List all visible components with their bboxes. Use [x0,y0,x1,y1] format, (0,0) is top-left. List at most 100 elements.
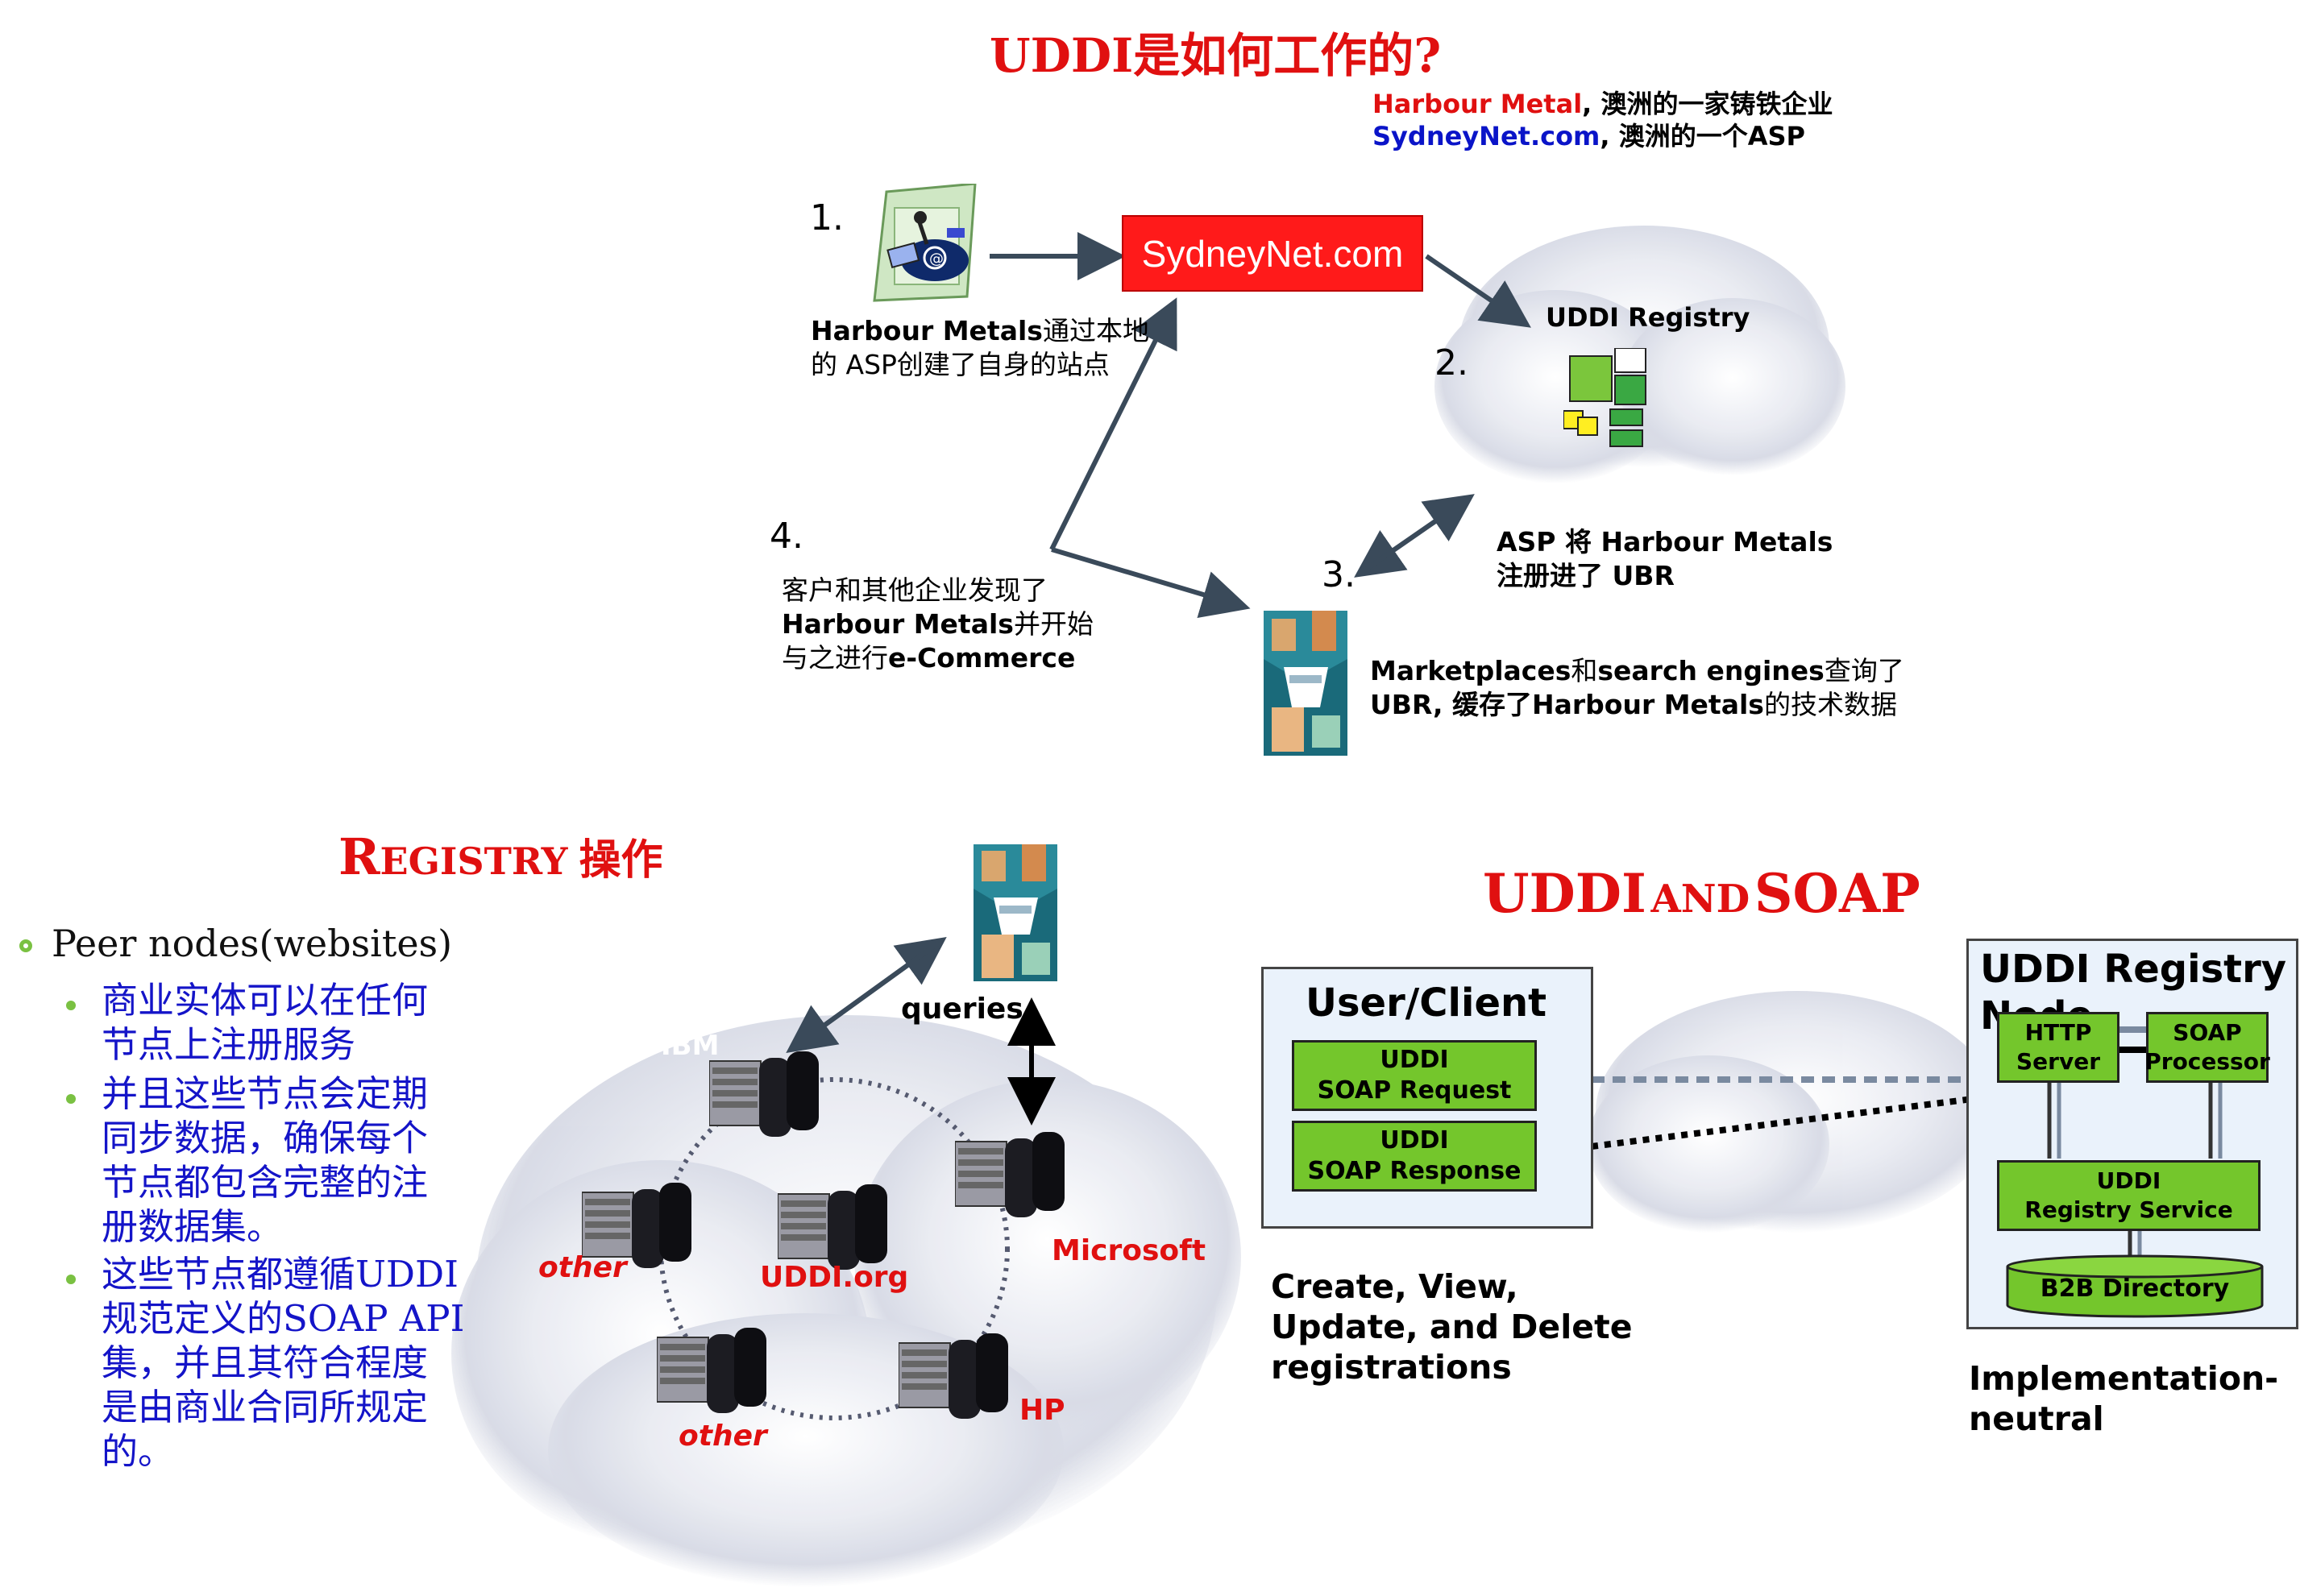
step-1-rest1: 通过本地 [1042,315,1149,346]
step-3-search: search engines [1597,655,1825,686]
soap-title-uddi: UDDI [1483,862,1646,925]
step-3-techdata: 的技术数据 [1763,689,1897,720]
sub-bullet-1-line-2: 节点上注册服务 [102,1023,356,1066]
step-4-line-1: 客户和其他企业发现了 [782,574,1048,606]
node-uddi-org-label: UDDI.org [760,1261,909,1294]
arrow-4-to-asp [1049,297,1177,551]
sub-bullet-2-line-2: 同步数据，确保每个 [102,1117,429,1159]
soap-title-and: AND [1650,877,1750,922]
asp-box: SydneyNet.com [1122,215,1423,292]
step-3-caption: Marketplaces和search engines查询了 UBR, 缓存了H… [1370,654,1904,722]
sub-bullet-2-line-1: 并且这些节点会定期 [102,1072,429,1115]
peer-ring [658,1077,1010,1420]
registry-node-caption-2: neutral [1969,1399,2104,1438]
bullet-dot-icon [66,1094,76,1104]
queries-label: queries [901,993,1023,1026]
node-ibm-label: IBM [661,1030,720,1062]
client-caption-3: registrations [1271,1348,1512,1387]
sub-bullet-2: 并且这些节点会定期 同步数据，确保每个 节点都包含完整的注 册数据集。 [102,1072,428,1249]
sub-bullet-3-line-3: 集，并且其符合程度 [102,1341,429,1384]
sub-bullet-3-line-4: 是由商业合同所规定 [102,1386,429,1428]
network-cloud [1588,991,1999,1233]
arrow-4-to-3 [1051,547,1251,619]
soap-response-line-1: UDDI [1380,1126,1449,1155]
legend-sydney-name: SydneyNet.com [1372,121,1600,151]
registry-title-cap: R [338,827,380,886]
arrow-asp-to-registry [1425,254,1531,328]
legend-line-1: Harbour Metal, 澳洲的一家铸铁企业 [1372,84,1833,121]
registry-icon [1563,347,1652,451]
soap-processor-line-1: SOAP [2173,1019,2242,1046]
step-3-ubr: UBR, 缓存了 [1370,689,1532,720]
legend-line-2: SydneyNet.com, 澳洲的一个ASP [1372,116,1805,153]
step-4-start: 并开始 [1013,608,1094,640]
step-1-harbour: Harbour Metals [811,315,1043,346]
legend-sydney-desc: , 澳洲的一个ASP [1600,121,1805,151]
server-microsoft-icon [954,1132,1068,1224]
sub-bullet-3: 这些节点都遵循UDDI 规范定义的SOAP API 集，并且其符合程度 是由商业… [102,1252,464,1474]
svg-text:@: @ [929,251,944,267]
node-microsoft-label: Microsoft [1052,1234,1206,1267]
registry-service-line-1: UDDI [2096,1167,2161,1194]
server-uddi-org-icon [777,1184,891,1276]
asp-box-label: SydneyNet.com [1141,232,1404,275]
sub-bullet-3-line-5: 的。 [102,1430,175,1473]
client-title: User/Client [1306,980,1547,1026]
marketplace-icon [974,844,1057,981]
http-server-line-2: Server [2016,1048,2100,1075]
client-caption-2: Update, and Delete [1271,1308,1633,1346]
step-1-rest2: 的 ASP创建了自身的站点 [811,349,1110,380]
bullet-ring-icon [19,939,32,952]
step-4-harbour: Harbour Metals [782,608,1014,640]
soap-response-line-2: SOAP Response [1307,1157,1522,1185]
bullet-dot-icon [66,1001,76,1010]
client-caption: Create, View, Update, and Delete registr… [1271,1266,1633,1387]
nodes-cloud [451,1015,1241,1587]
sub-bullet-2-line-4: 册数据集。 [102,1205,284,1248]
registry-node-title-1: UDDI Registry [1980,947,2287,992]
website-icon: @ [870,182,983,305]
soap-title-soap: SOAP [1754,862,1920,925]
registry-node-caption: Implementation- neutral [1969,1358,2278,1439]
registry-service-line-2: Registry Service [2024,1196,2233,1223]
step-2-caption-2: 注册进了 UBR [1497,560,1675,591]
page-title: UDDI是如何工作的? [990,28,1442,83]
soap-request-line-1: UDDI [1380,1046,1449,1074]
step-1-caption: Harbour Metals通过本地 的 ASP创建了自身的站点 [811,314,1149,382]
sub-bullet-1: 商业实体可以在任何 节点上注册服务 [102,978,428,1067]
node-hp-label: HP [1019,1394,1065,1427]
sub-bullet-2-line-3: 节点都包含完整的注 [102,1161,429,1204]
step-4-number: 4. [770,516,803,557]
response-line [1591,1092,1999,1150]
soap-title: UDDI AND SOAP [1483,862,1920,925]
soap-request-line-2: SOAP Request [1317,1076,1512,1105]
sub-bullet-3-line-2: 规范定义的SOAP API [102,1297,465,1340]
step-2-caption: ASP 将 Harbour Metals 注册进了 UBR [1497,525,1833,593]
registry-title-rest: EGISTRY [380,839,568,883]
server-hp-icon [898,1333,1011,1425]
registry-label: UDDI Registry [1546,302,1750,333]
step-2-number: 2. [1434,342,1468,383]
node-other-bottom-label: other [679,1420,767,1453]
step-3-queried: 查询了 [1824,655,1904,686]
server-other-left-icon [581,1183,695,1275]
step-3-harbour: Harbour Metals [1532,689,1764,720]
step-4-caption: 客户和其他企业发现了 Harbour Metals并开始 与之进行e-Comme… [782,574,1094,675]
bullet-dot-icon [66,1275,76,1284]
step-4-ecommerce: e-Commerce [888,642,1076,674]
step-3-number: 3. [1322,554,1356,595]
node-other-left-label: other [538,1251,627,1284]
server-ibm-icon [708,1051,822,1143]
b2b-directory-label: B2B Directory [2040,1275,2230,1303]
step-1-number: 1. [810,197,844,238]
step-2-caption-1: ASP 将 Harbour Metals [1497,526,1833,558]
